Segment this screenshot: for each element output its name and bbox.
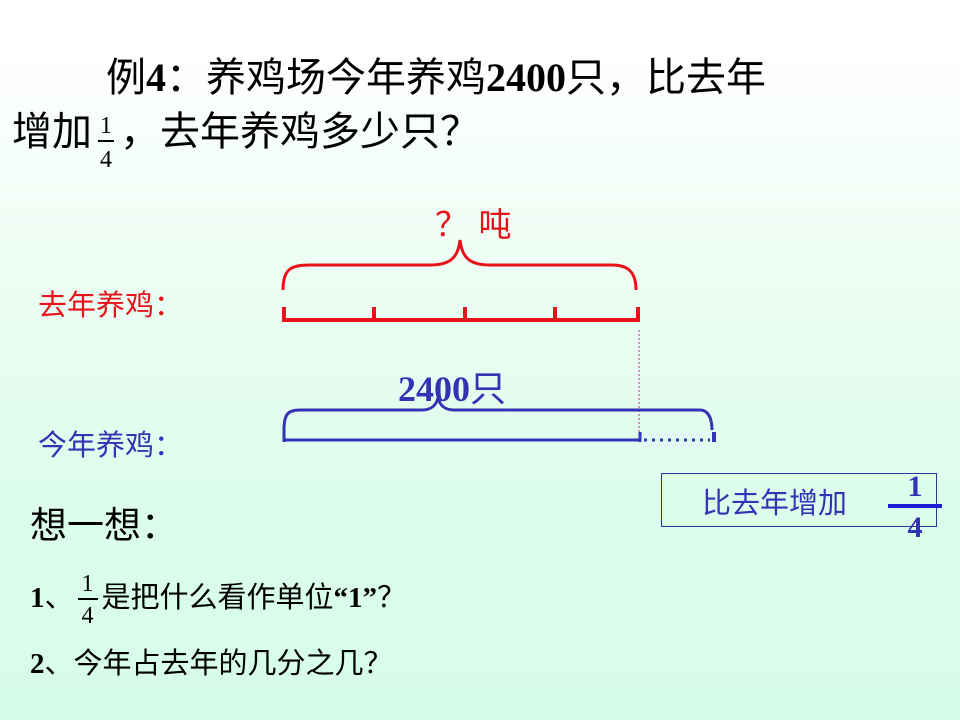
problem-question: ，去年养鸡多少只？ (120, 109, 480, 155)
increase-note-text: 比去年增加 (702, 486, 848, 520)
problem-text: 养鸡场今年养鸡 (206, 55, 486, 101)
this-year-amount: 2400 (398, 369, 470, 409)
problem-line-1: 例4：养鸡场今年养鸡2400只，比去年 (106, 54, 766, 102)
increase-note-fraction: 1 4 (888, 470, 942, 544)
increase-note: 比去年增加 (702, 480, 847, 522)
problem-text-tail: 只，比去年 (566, 55, 766, 101)
problem-text-head: 增加 (12, 109, 92, 155)
last-year-total-label: ？ 吨 (435, 205, 512, 244)
fraction-numerator: 1 (907, 470, 923, 503)
question-1-number: 1 (30, 582, 45, 614)
this-year-segment-line (282, 430, 716, 442)
think-heading: 想一想： (30, 504, 178, 547)
this-year-brace (282, 392, 714, 431)
question-2-number: 2 (30, 648, 45, 680)
last-year-label: 去年养鸡： (38, 288, 184, 322)
amount: 2400 (486, 55, 566, 100)
increase-note-box (661, 473, 937, 527)
this-year-label: 今年养鸡： (38, 428, 184, 462)
this-year-amount-label: 2400只 (398, 360, 506, 412)
question-1-text: 是把什么看作单位 (101, 580, 334, 614)
open-quote: “ (333, 582, 349, 614)
fraction-bar (888, 504, 942, 508)
unit-one: 1 (348, 582, 363, 614)
this-year-unit: 只 (470, 369, 507, 410)
example-prefix: 例 (106, 55, 146, 101)
question-mark: ？ (377, 580, 407, 614)
example-number: 4 (146, 55, 166, 100)
fraction-denominator: 4 (907, 511, 923, 544)
separator: 、 (44, 646, 74, 680)
close-quote: ” (362, 582, 378, 614)
colon: ： (166, 55, 206, 101)
last-year-brace (281, 239, 638, 291)
separator: 、 (44, 580, 74, 614)
question-2-text: 今年占去年的几分之几？ (73, 646, 393, 680)
question-2: 2、今年占去年的几分之几？ (30, 640, 393, 682)
last-year-segment-line (282, 307, 640, 322)
